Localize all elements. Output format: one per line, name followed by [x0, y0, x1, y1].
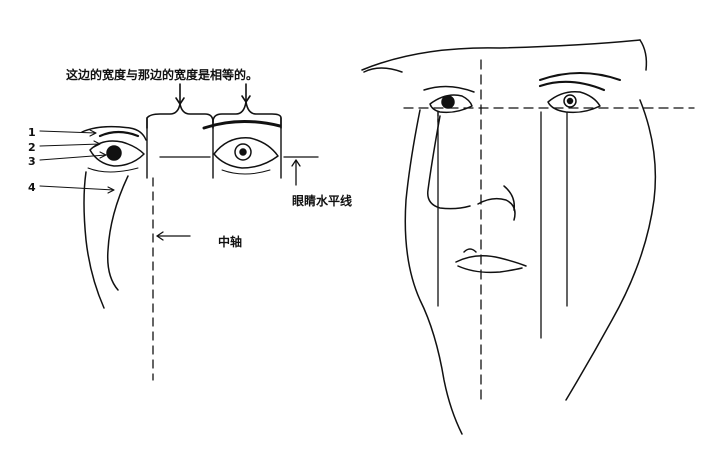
nose-contour — [83, 171, 129, 309]
callout-number-4: 4 — [28, 181, 36, 194]
face-right-eye — [538, 80, 606, 114]
face-contour — [404, 99, 657, 435]
left-eye — [81, 125, 147, 173]
eye-level-indicator — [159, 156, 319, 186]
face-nose — [427, 115, 516, 221]
width-equal-note: 这边的宽度与那边的宽度是相等的。 — [66, 68, 259, 82]
callout-number-2: 2 — [28, 141, 36, 154]
right-eye — [202, 119, 282, 175]
center-axis-label: 中轴 — [218, 235, 243, 249]
eye-corner-guides — [437, 111, 568, 339]
callout-arrows — [39, 129, 115, 194]
eye-width-guides — [146, 117, 282, 179]
center-axis-arrow — [156, 231, 191, 241]
left-eye-study — [39, 83, 319, 381]
face-mouth — [455, 248, 527, 274]
face-left-eye — [423, 85, 475, 114]
eye-level-line-label: 眼睛水平线 — [292, 194, 353, 208]
callout-number-3: 3 — [28, 155, 36, 168]
face-study — [361, 39, 695, 435]
callout-number-1: 1 — [28, 126, 36, 139]
width-brackets — [146, 83, 282, 129]
hair-outline — [361, 39, 648, 81]
